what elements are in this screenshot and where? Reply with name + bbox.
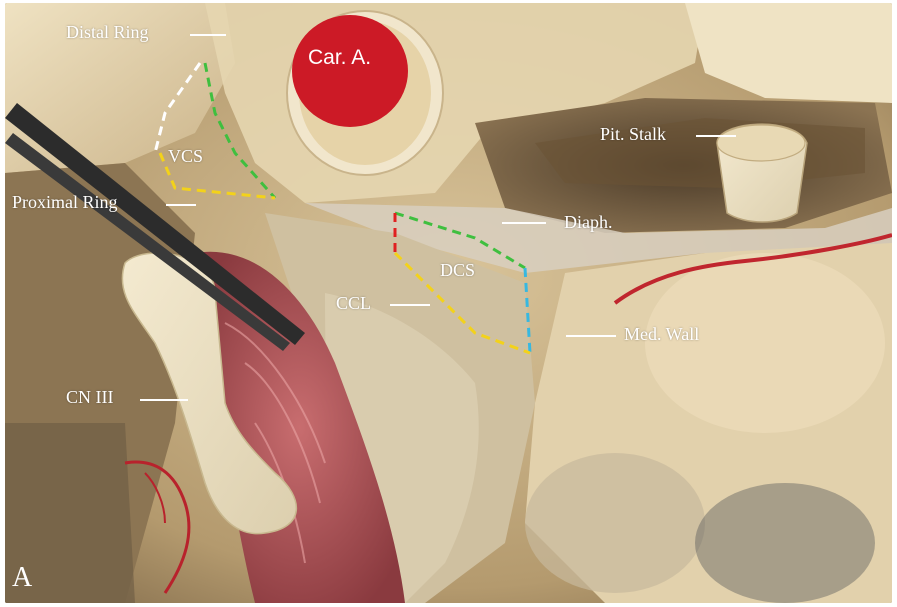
pit-stalk-label: Pit. Stalk [600, 124, 667, 144]
med-wall-label: Med. Wall [624, 324, 700, 344]
vcs-white-outline [153, 62, 202, 154]
vcs-yellow-outline [158, 152, 276, 200]
diaphragma [305, 203, 892, 273]
dark-venous-area [695, 483, 875, 603]
small-artery [124, 460, 191, 594]
stalk-cut-surface [716, 124, 806, 162]
pituitary-gland [645, 253, 885, 433]
cn-iii-leader [140, 399, 188, 401]
anatomical-photograph [5, 3, 892, 603]
surgical-instrument [5, 103, 305, 345]
proximal-ring-leader [166, 204, 196, 206]
upper-right-bone [685, 3, 892, 103]
proximal-ring-label: Proximal Ring [12, 192, 118, 212]
dcs-green-outline [394, 211, 526, 270]
ccl-label: CCL [336, 293, 372, 313]
carotid-lumen [292, 15, 408, 127]
superior-hypophyseal-vessel [613, 233, 892, 305]
vcs-label: VCS [168, 146, 204, 166]
distal-ring-label: Distal Ring [66, 22, 149, 42]
vcs-green-outline [203, 62, 277, 199]
cn-iii-label: CN III [66, 387, 114, 407]
small-artery-branch [144, 472, 166, 524]
diaph-leader [502, 222, 546, 224]
panel-letter: A [12, 562, 33, 593]
pit-stalk-leader [696, 135, 736, 137]
clivus-region [525, 453, 705, 593]
distal-ring-leader [190, 34, 226, 36]
carotid-artery-label: Car. A. [308, 46, 372, 69]
diaph-label: Diaph. [564, 212, 613, 232]
dcs-label: DCS [440, 260, 476, 280]
surgical-instrument-shaft [5, 133, 290, 351]
anterior-clinoid-region [5, 3, 235, 173]
ccl-leader [390, 304, 430, 306]
dcs-yellow-outline [393, 251, 531, 355]
left-lower-shadow [5, 423, 135, 603]
med-wall-leader [566, 335, 616, 337]
